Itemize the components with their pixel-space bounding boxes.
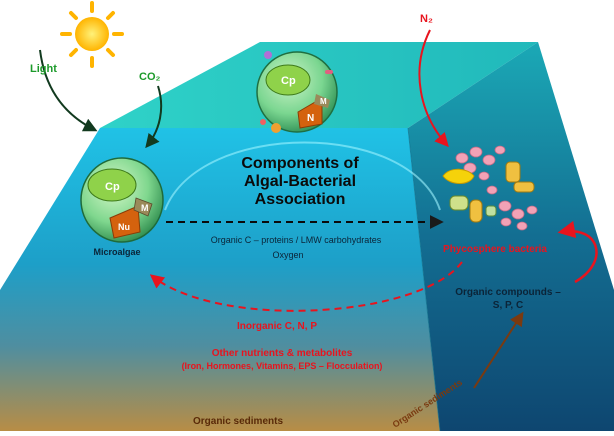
oxygen-label: Oxygen — [272, 250, 303, 260]
microalgae-cell-icon: Cp Nu M — [80, 157, 164, 243]
box-front-face — [0, 128, 440, 431]
organic-c-label: Organic C – proteins / LMW carbohydrates — [211, 235, 382, 245]
other-nutrients-label: Other nutrients & metabolites — [212, 348, 353, 359]
top-m-label: M — [320, 97, 327, 106]
diagram-title-line-1: Components of — [241, 155, 359, 172]
m-label: M — [141, 203, 149, 213]
organic-compounds-line-1: Organic compounds – — [455, 287, 561, 298]
organic-sediments-bottom-label: Organic sediments — [193, 416, 283, 427]
sun-icon — [60, 1, 124, 68]
light-label: Light — [30, 63, 57, 75]
top-cp-label: Cp — [281, 75, 296, 87]
inorganic-return-arrow — [149, 261, 463, 312]
n2-label: N₂ — [420, 13, 433, 25]
organic-compounds-line-2: S, P, C — [493, 300, 523, 311]
phycosphere-bacteria-label: Phycosphere bacteria — [443, 244, 547, 255]
sediments-arrow — [473, 311, 524, 389]
n2-arrow — [418, 29, 449, 148]
co2-arrow — [145, 85, 163, 149]
nu-label: Nu — [118, 222, 130, 232]
light-arrow — [39, 49, 98, 132]
co2-label: CO₂ — [139, 71, 161, 83]
algal-cell-icon: Cp N M — [256, 51, 338, 133]
diagram-title-line-2: Algal-Bacterial — [244, 173, 356, 190]
microalgae-label: Microalgae — [93, 247, 140, 257]
inorganic-label: Inorganic C, N, P — [237, 321, 317, 332]
bacteria-cluster-icon — [442, 145, 538, 231]
nutrients-detail-label: (Iron, Hormones, Vitamins, EPS – Floccul… — [182, 361, 383, 371]
box-side-face — [408, 42, 614, 431]
cp-label: Cp — [105, 181, 120, 193]
diagram-title-line-3: Association — [255, 191, 346, 208]
top-n-label: N — [307, 113, 314, 124]
organic-compounds-arrow — [557, 220, 598, 284]
